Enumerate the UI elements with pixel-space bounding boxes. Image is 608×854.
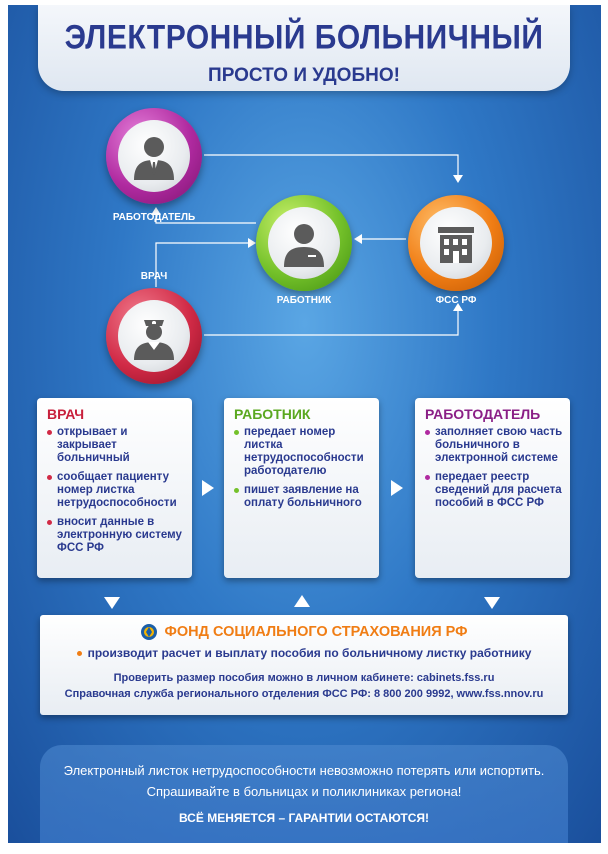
worker-icon	[284, 224, 324, 267]
card-title: ВРАЧ	[47, 406, 85, 422]
list-item: вносит данные в электронную систему ФСС …	[47, 516, 186, 555]
title-banner: ЭЛЕКТРОННЫЙ БОЛЬНИЧНЫЙ ПРОСТО И УДОБНО!	[38, 5, 570, 91]
worker-circle	[256, 195, 352, 291]
fund-help: Справочная служба регионального отделени…	[64, 688, 544, 700]
page-subtitle: ПРОСТО И УДОБНО!	[208, 65, 400, 86]
arrow-up-icon	[294, 595, 310, 607]
arrow-down-icon	[104, 597, 120, 609]
footer-slogan: ВСЁ МЕНЯЕТСЯ – ГАРАНТИИ ОСТАЮТСЯ!	[178, 811, 430, 825]
employer-circle	[106, 108, 202, 204]
page-title: ЭЛЕКТРОННЫЙ БОЛЬНИЧНЫЙ	[64, 18, 544, 57]
card-title: РАБОТОДАТЕЛЬ	[425, 406, 541, 422]
footer-line-2: Спрашивайте в больницах и поликлиниках р…	[146, 784, 462, 799]
list-item: передает номер листка нетрудоспособности…	[234, 426, 373, 478]
role-label-worker: РАБОТНИК	[276, 295, 332, 306]
nurse-icon	[134, 320, 174, 360]
role-label-employer: РАБОТОДАТЕЛЬ	[112, 212, 196, 223]
arrow-right-icon	[391, 480, 403, 496]
card-employer: РАБОТОДАТЕЛЬ заполняет свою часть больни…	[415, 398, 570, 578]
fss-emblem-icon	[141, 624, 158, 640]
arrow-down-icon	[484, 597, 500, 609]
businessman-icon	[134, 137, 174, 180]
list-item: заполняет свою часть больничного в элект…	[425, 426, 564, 465]
fund-title: ФОНД СОЦИАЛЬНОГО СТРАХОВАНИЯ РФ	[164, 624, 468, 640]
list-item: передает реестр сведений для расчета пос…	[425, 471, 564, 510]
list-item: открывает и закрывает больничный	[47, 426, 186, 465]
footer-banner: Электронный листок нетрудоспособности не…	[40, 745, 568, 843]
fss-circle	[408, 195, 504, 291]
fund-note: Проверить размер пособия можно в личном …	[113, 672, 495, 684]
role-label-doctor: ВРАЧ	[140, 271, 168, 282]
fund-box: ФОНД СОЦИАЛЬНОГО СТРАХОВАНИЯ РФ производ…	[40, 615, 568, 715]
list-item: пишет заявление на оплату больничного	[234, 484, 373, 510]
doctor-circle	[106, 288, 202, 384]
footer-line-1: Электронный листок нетрудоспособности не…	[63, 763, 545, 778]
poster: ЭЛЕКТРОННЫЙ БОЛЬНИЧНЫЙ ПРОСТО И УДОБНО!	[8, 5, 601, 843]
building-icon	[438, 227, 474, 263]
card-doctor: ВРАЧ открывает и закрывает больничный со…	[37, 398, 192, 578]
card-worker: РАБОТНИК передает номер листка нетрудосп…	[224, 398, 379, 578]
role-label-fss: ФСС РФ	[435, 295, 477, 306]
list-item: сообщает пациенту номер листка нетрудосп…	[47, 471, 186, 510]
fund-title-row: ФОНД СОЦИАЛЬНОГО СТРАХОВАНИЯ РФ	[40, 623, 568, 641]
fund-item: производит расчет и выплату пособия по б…	[40, 646, 568, 660]
card-title: РАБОТНИК	[234, 406, 311, 422]
fund-item-text: производит расчет и выплату пособия по б…	[87, 646, 532, 660]
arrow-right-icon	[202, 480, 214, 496]
